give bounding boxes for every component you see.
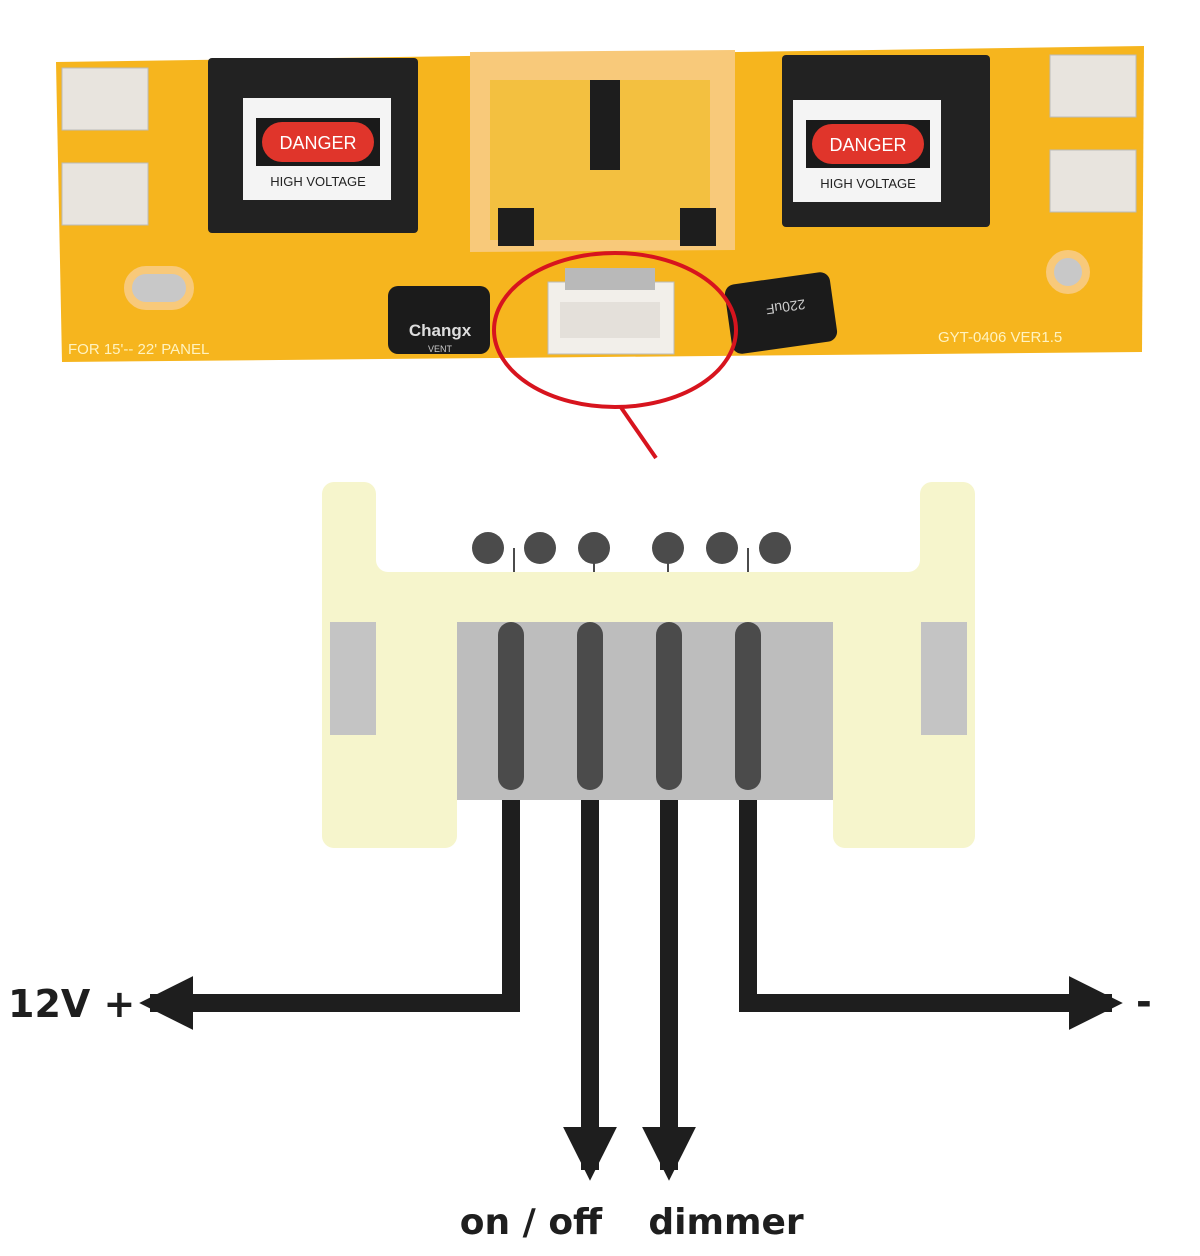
svg-text:Changx: Changx (409, 321, 472, 340)
high-voltage-label: HIGH VOLTAGE (270, 174, 366, 189)
capacitor-left: Changx VENT (388, 286, 490, 354)
connector-pin (498, 622, 524, 790)
pin-contact-dot (578, 532, 610, 564)
lamp-connector (1049, 149, 1137, 213)
pin-contact-dot (472, 532, 504, 564)
mounting-hole (1046, 250, 1090, 294)
panel-size-text: FOR 15'-- 22' PANEL (68, 341, 209, 358)
label-dimmer: dimmer (648, 1202, 804, 1243)
ic-chip (590, 80, 620, 170)
danger-label: DANGER (829, 135, 906, 155)
transformer-left: DANGER HIGH VOLTAGE (208, 58, 418, 233)
power-connector-photo (547, 268, 675, 355)
connector-schematic (322, 482, 975, 848)
label-12v: 12V + (8, 982, 135, 1026)
high-voltage-label: HIGH VOLTAGE (820, 176, 916, 191)
pin-contact-dot (524, 532, 556, 564)
svg-text:VENT: VENT (428, 344, 453, 354)
highlight-circle (492, 251, 738, 409)
label-on-off: on / off (460, 1202, 603, 1243)
svg-text:220uF: 220uF (765, 296, 807, 317)
connector-pin (577, 622, 603, 790)
inverter-board-photo: DANGER HIGH VOLTAGE DANGER HIGH VOLTAGE … (56, 46, 1144, 460)
wires (139, 800, 1123, 1181)
lamp-connector (1049, 54, 1137, 118)
mounting-hole (124, 266, 194, 310)
lamp-connector (61, 67, 149, 131)
danger-label: DANGER (279, 133, 356, 153)
pin-contact-dot (706, 532, 738, 564)
callout-line (618, 404, 658, 460)
wire-12v (139, 800, 520, 1030)
board-model-text: GYT-0406 VER1.5 (938, 329, 1062, 346)
pin-contact-dot (759, 532, 791, 564)
lamp-connector (61, 162, 149, 226)
ic-chip (498, 208, 534, 246)
housing-latch-left (330, 622, 376, 735)
ic-chip (680, 208, 716, 246)
capacitor-right: 220uF (724, 272, 838, 354)
transformer-right: DANGER HIGH VOLTAGE (782, 55, 990, 227)
connector-pin (735, 622, 761, 790)
connector-pin (656, 622, 682, 790)
housing-latch-right (921, 622, 967, 735)
wire-ground (739, 800, 1123, 1030)
pin-contact-dot (652, 532, 684, 564)
label-ground: - (1136, 980, 1152, 1024)
